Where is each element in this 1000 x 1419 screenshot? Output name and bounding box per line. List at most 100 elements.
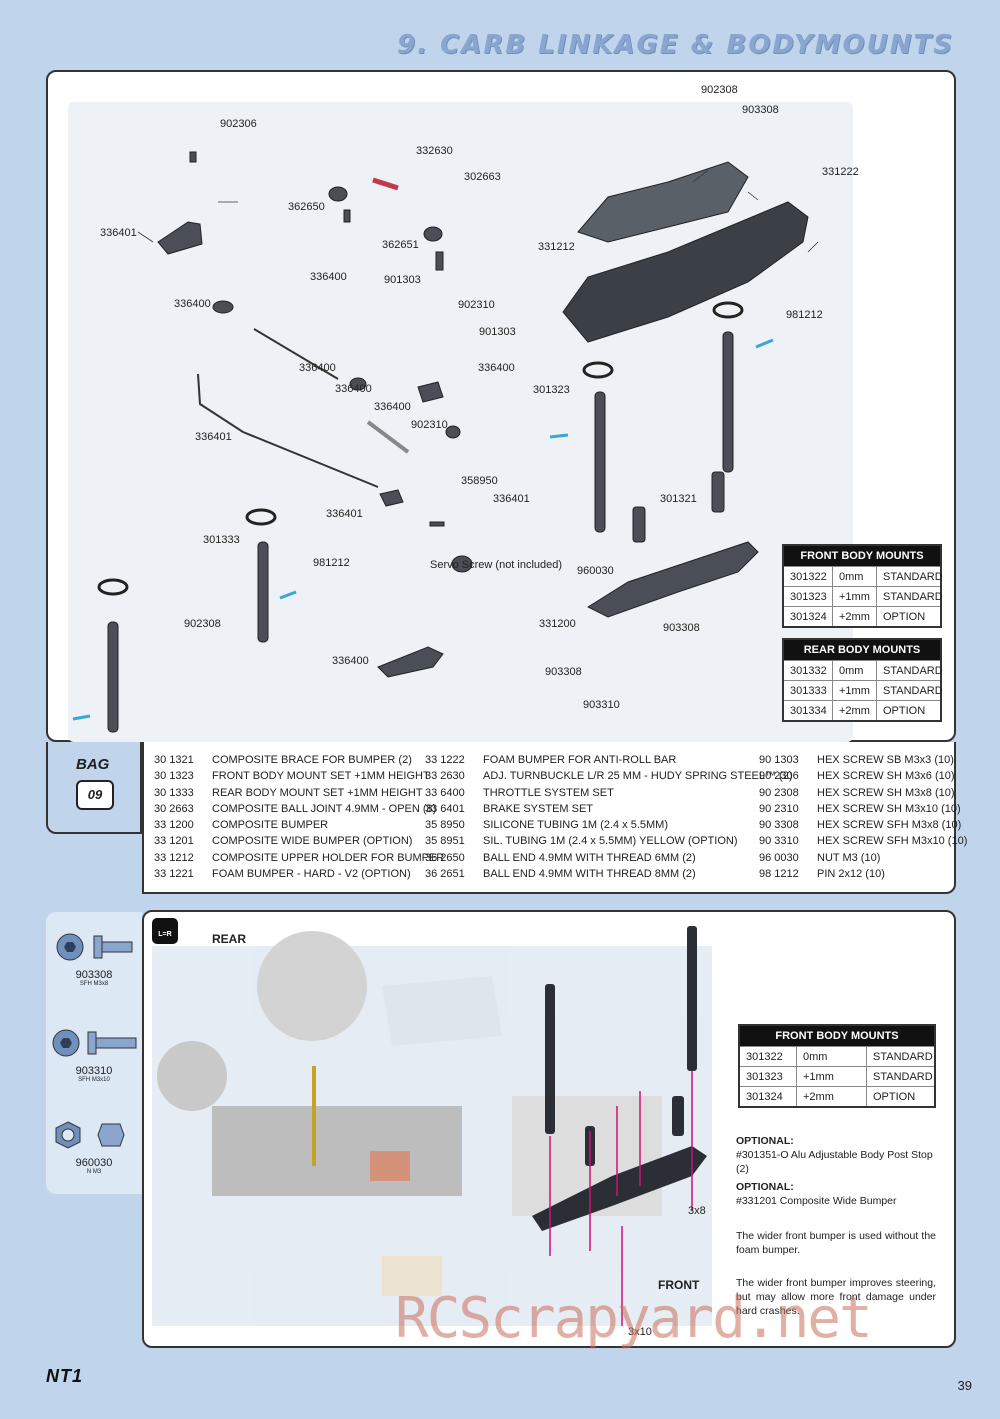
rear-body-mount-part	[257, 541, 269, 643]
note-paragraph-2: The wider front bumper improves steering…	[736, 1277, 936, 1317]
turnbuckle-part	[372, 177, 399, 191]
screw-code: 903310	[75, 1065, 113, 1077]
quantity-3x8: 3x8	[688, 1205, 706, 1217]
note-text: #301351-O Alu Adjustable Body Post Stop …	[736, 1149, 933, 1175]
exploded-parts-drawing	[72, 151, 819, 733]
part-label: 336400	[374, 401, 411, 413]
table-title: FRONT BODY MOUNTS	[740, 1026, 934, 1046]
screw-item: 903308 SFH M3x8	[46, 930, 142, 987]
screw-item: 960030 N M3	[46, 1118, 142, 1175]
part-label: 301321	[660, 493, 697, 505]
front-body-mount-part	[722, 331, 734, 473]
part-label: 336400	[478, 362, 515, 374]
part-label: 902310	[458, 299, 495, 311]
part-label: 902310	[411, 419, 448, 431]
sfh-screw-icon	[52, 1029, 137, 1057]
part-label: 903308	[742, 104, 779, 116]
part-label: 332630	[416, 145, 453, 157]
chassis-assembly-drawing	[152, 926, 712, 1326]
rear-label: REAR	[212, 932, 247, 946]
part-label: 981212	[786, 309, 823, 321]
part-label: 901303	[479, 326, 516, 338]
part-label: 301323	[533, 384, 570, 396]
ball-end-part	[343, 209, 351, 223]
part-label: 331222	[822, 166, 859, 178]
screw-spec: SFH M3x8	[79, 981, 109, 987]
part-label: 336401	[493, 493, 530, 505]
part-label: 902308	[184, 618, 221, 630]
part-label: 362651	[382, 239, 419, 251]
nut-icon	[55, 1121, 125, 1149]
exploded-diagram: 902306 336401 332630 302663 362650 36265…	[68, 84, 859, 742]
screw-item: 903310 SFH M3x10	[46, 1026, 142, 1083]
part-label: 301333	[203, 534, 240, 546]
spring	[366, 420, 410, 454]
part-label: 336400	[310, 271, 347, 283]
screw-reference-column: 903308 SFH M3x8 903310 SFH M3x10 960030 …	[46, 912, 142, 1194]
note-paragraph-1: The wider front bumper is used without t…	[736, 1230, 936, 1256]
lr-badge: L=R	[152, 918, 178, 944]
part-label: 358950	[461, 475, 498, 487]
optional-note-1: OPTIONAL: #301351-O Alu Adjustable Body …	[736, 1134, 936, 1176]
part-label: 902306	[220, 118, 257, 130]
note-title: OPTIONAL:	[736, 1181, 794, 1193]
part-label: 336401	[326, 508, 363, 520]
pin-part	[549, 433, 569, 439]
front-label: FRONT	[658, 1278, 700, 1292]
foam-bumper-part	[562, 201, 809, 343]
assembly-panel: L=R REAR FRONT 3x8 3	[142, 910, 956, 1348]
page-title: 9. CARB LINKAGE & BODYMOUNTS	[397, 30, 954, 60]
part-label: 336401	[195, 431, 232, 443]
body-mount-post	[545, 984, 555, 1134]
part-label: 903308	[545, 666, 582, 678]
upper-holder-part	[577, 161, 749, 243]
part-label: 336400	[174, 298, 211, 310]
part-label: 331212	[538, 241, 575, 253]
bag-number: 09	[76, 780, 114, 810]
throttle-rod	[253, 328, 339, 380]
ball-joint-part	[423, 226, 443, 242]
screw-part	[189, 151, 197, 163]
table-title: FRONT BODY MOUNTS	[784, 546, 940, 566]
screw-code: 960030	[75, 1157, 113, 1169]
brake-lever-part	[157, 221, 203, 255]
servo-saver-part	[377, 646, 444, 678]
part-label: 336400	[299, 362, 336, 374]
pin-part	[755, 338, 774, 349]
table-title: REAR BODY MOUNTS	[784, 640, 940, 660]
rear-body-mount-part	[107, 621, 119, 733]
part-label: 331200	[539, 618, 576, 630]
bag-label: BAG	[76, 756, 110, 773]
screw-spec: SFH M3x10	[78, 1077, 110, 1083]
pin-part	[72, 714, 91, 721]
screw-spec: N M3	[86, 1169, 102, 1175]
part-label: 903310	[583, 699, 620, 711]
part-label: 902308	[701, 84, 738, 96]
